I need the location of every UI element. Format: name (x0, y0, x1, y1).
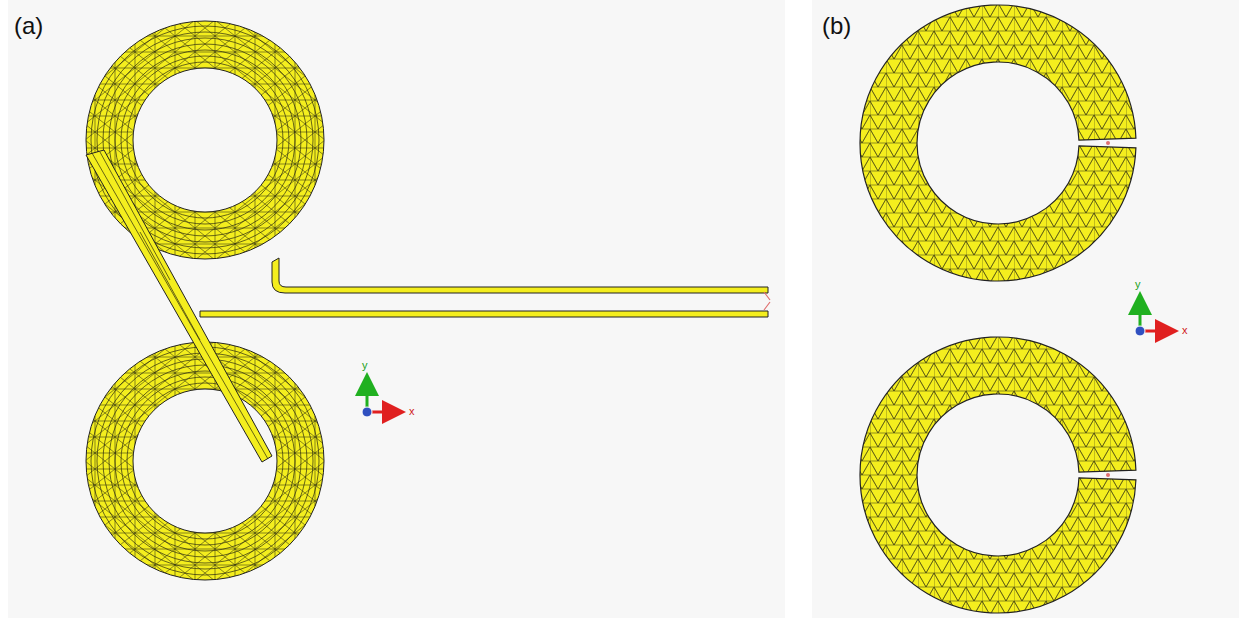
axis-triad (362, 378, 400, 417)
panel-label: (b) (822, 14, 851, 38)
winding-turn (127, 62, 283, 218)
figure-eight-coil (86, 21, 770, 580)
axis-label: y (362, 360, 368, 371)
winding-turn (97, 353, 313, 569)
crossing-strap (86, 150, 272, 462)
panel-background (8, 0, 785, 618)
coil-winding (86, 342, 324, 580)
winding-turn (109, 365, 301, 557)
coil-winding (86, 21, 324, 259)
feed-line (272, 258, 768, 293)
port-marker (1106, 141, 1110, 145)
winding-turn (115, 371, 295, 551)
panel-label: (a) (14, 14, 43, 38)
winding-turn (127, 383, 283, 539)
port-marker (1106, 473, 1110, 477)
port-marker (764, 292, 770, 310)
split-ring (860, 5, 1136, 281)
split-ring (860, 337, 1136, 613)
axis-triad (1135, 297, 1173, 336)
feed-line (200, 311, 768, 317)
winding-turn (103, 359, 307, 563)
winding-turn (121, 56, 289, 224)
winding-turn (109, 44, 301, 236)
axis-label: x (409, 406, 415, 417)
winding-turn (115, 50, 295, 230)
winding-turn (91, 347, 319, 575)
axis-label: x (1182, 325, 1188, 336)
axis-label: y (1135, 279, 1141, 290)
mesh-edge (92, 152, 268, 459)
panel-background (812, 0, 1239, 618)
split-ring-pair (860, 5, 1136, 613)
